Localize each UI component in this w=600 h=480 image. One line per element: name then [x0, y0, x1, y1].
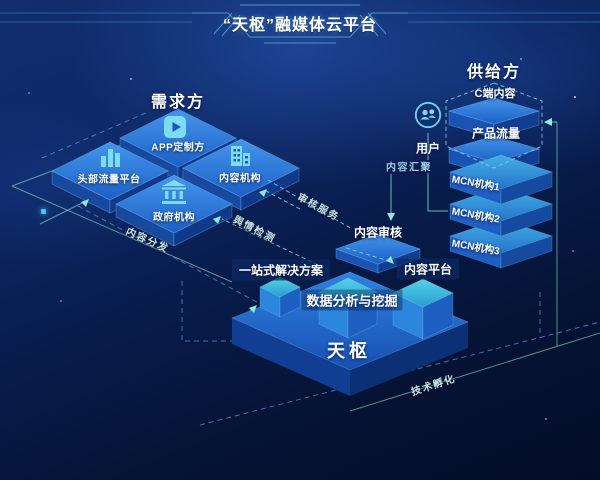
supply-heading: 供给方 [466, 64, 522, 81]
flow-tech-incubation: 技术孵化 [410, 373, 458, 399]
c-content-label: C端内容 [474, 88, 516, 100]
users-icon [414, 101, 442, 129]
star-dot [572, 250, 574, 252]
star-dot [28, 92, 30, 94]
flow-review-service: 审核服务 [295, 192, 341, 224]
star-dot [574, 96, 576, 98]
bar-chart-icon [101, 147, 121, 167]
star-dot [545, 418, 547, 420]
data-mining-label: 数据分析与挖掘 [301, 289, 403, 311]
star-dot [60, 300, 62, 302]
supply-slab-product-flow [447, 135, 541, 177]
star-dot [520, 58, 522, 60]
tile-label-traffic: 头部流量平台 [77, 174, 141, 186]
bank-icon [161, 180, 187, 204]
glow-dot [41, 209, 46, 214]
star-dot [130, 78, 132, 80]
content-platform-label: 内容平台 [396, 258, 460, 280]
flow-content-distribution: 内容分发 [123, 226, 171, 256]
page-title: “天枢”融媒体云平台 [222, 17, 378, 34]
flow-content-aggregation: 内容汇聚 [386, 162, 432, 174]
core-label: 天枢 [327, 341, 371, 361]
tile-label-content-org: 内容机构 [219, 173, 261, 185]
mcn-label-3: MCN机构3 [450, 238, 501, 258]
building-icon [228, 144, 252, 168]
cube-small [259, 276, 301, 318]
mcn-label-1: MCN机构1 [450, 174, 501, 194]
content-review-label: 内容审核 [353, 225, 403, 240]
user-label: 用户 [415, 141, 441, 156]
play-icon [163, 115, 187, 139]
one-stop-solution-label: 一站式解决方案 [231, 259, 331, 281]
mcn-label-2: MCN机构2 [450, 206, 501, 226]
flow-sentiment-detection: 舆情检测 [231, 214, 278, 246]
tile-label-app: APP定制方 [151, 142, 205, 154]
product-flow-label: 产品流量 [471, 126, 521, 141]
tile-label-gov: 政府机构 [153, 212, 195, 224]
demand-heading: 需求方 [150, 94, 206, 111]
